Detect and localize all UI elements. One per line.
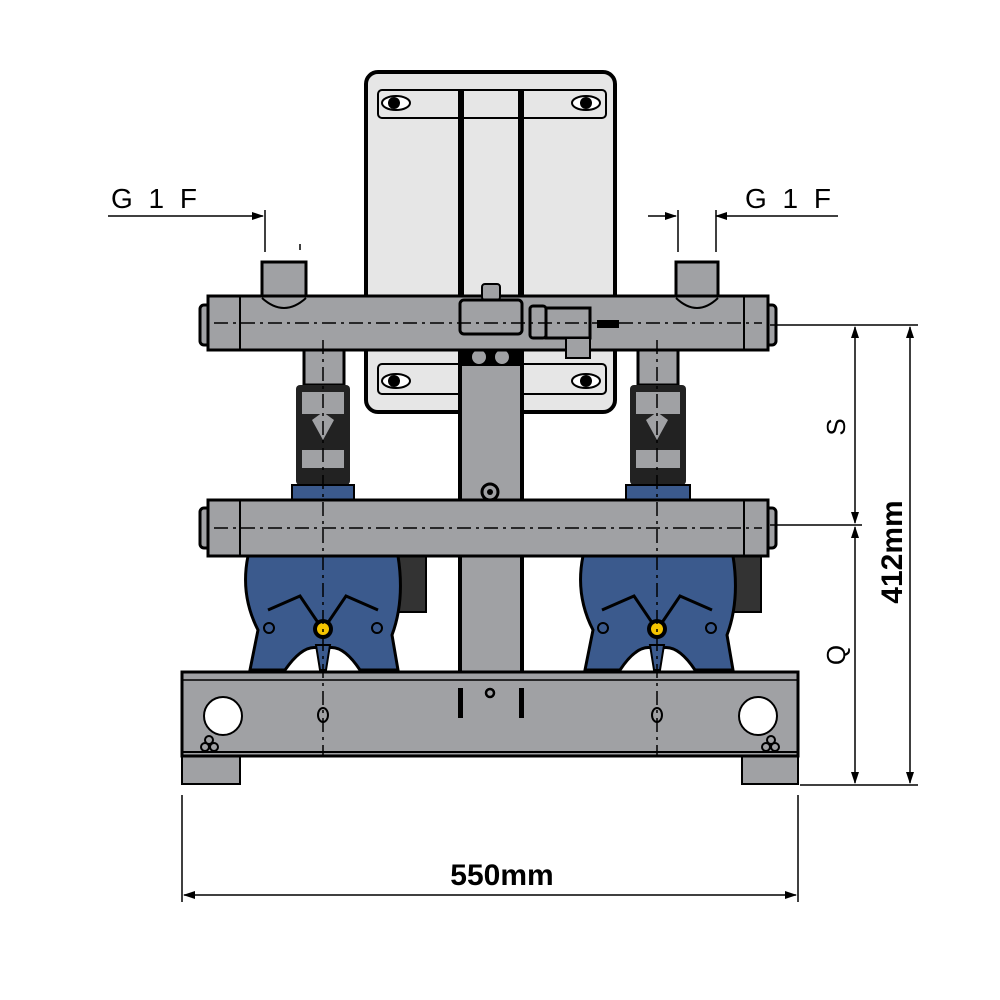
height-label: 412mm: [876, 500, 909, 603]
base-frame: [180, 670, 800, 785]
pressure-transducer: [458, 283, 619, 359]
nut-icon: [200, 735, 780, 752]
connection-dimension-right: [648, 210, 838, 252]
centerlines: [214, 322, 762, 756]
width-label: 550mm: [450, 859, 553, 892]
pump-right: [579, 554, 762, 672]
suction-label: S: [821, 418, 851, 435]
connection-right-label: G 1 F: [745, 183, 835, 214]
width-dimension: [181, 795, 799, 902]
height-dimension: [770, 324, 918, 786]
pump-left: [244, 554, 427, 672]
discharge-label: Q: [821, 645, 851, 665]
valve-right: [625, 338, 691, 504]
connection-dimension-left: [108, 210, 301, 252]
connection-left-label: G 1 F: [111, 183, 201, 214]
mounting-screw-icon: [381, 95, 601, 389]
